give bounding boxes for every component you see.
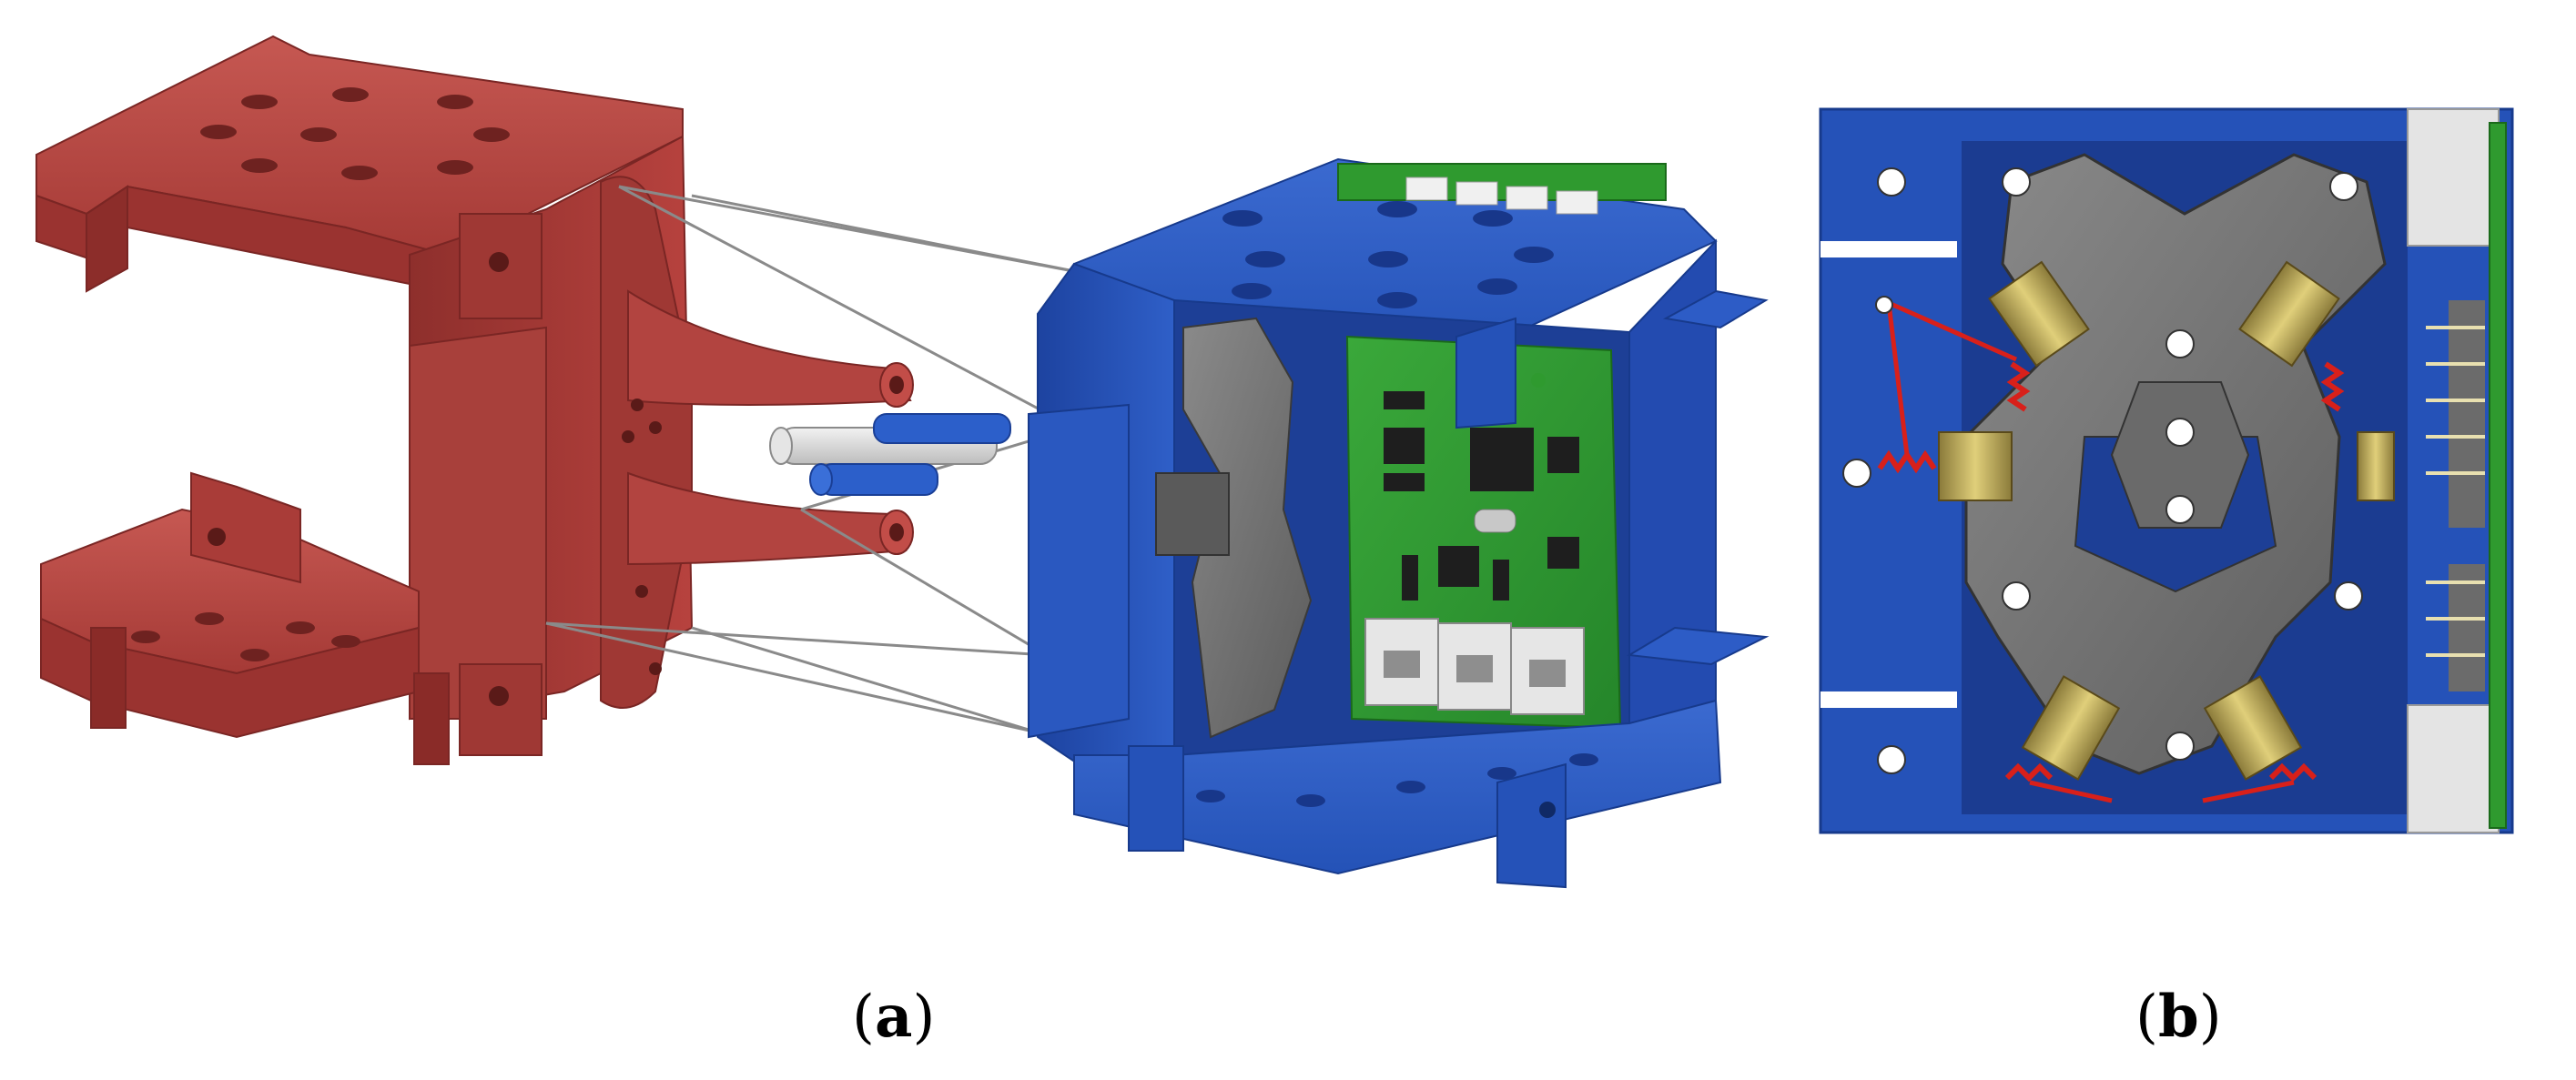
- shaft-assembly: [769, 413, 1011, 496]
- blue-housing-left-flange: [1028, 403, 1130, 739]
- blue-coupler-lower-end: [809, 463, 833, 496]
- central-hex-hub: [2110, 381, 2250, 529]
- red-frame-assembly: [35, 35, 914, 765]
- red-frame-top-holes: [200, 87, 510, 180]
- top-view-holes: [1842, 167, 2363, 774]
- red-tube-lower-hole: [889, 523, 904, 541]
- red-frame-vertical-front: [409, 326, 547, 720]
- red-frame-flare-plate: [600, 176, 693, 709]
- red-bottom-tab-hole: [208, 528, 226, 546]
- gear-motor-left: [1938, 431, 2013, 501]
- red-frame-top-tab: [86, 185, 128, 293]
- silver-shaft-end: [769, 427, 793, 465]
- red-bracket-bottom-hole: [489, 686, 509, 706]
- gear-motor-bottom-left: [2021, 675, 2121, 781]
- red-bracket-top-hole: [489, 252, 509, 272]
- blue-housing-top-holes: [1222, 201, 1554, 308]
- blue-tab-hole: [1539, 802, 1556, 818]
- right-light-strip-bottom: [2407, 704, 2500, 833]
- gear-motor-bottom-right: [2203, 675, 2303, 781]
- blue-housing-right-flange-top: [1662, 289, 1769, 329]
- red-frame-side-holes: [622, 399, 662, 675]
- red-frame-bottom-leg-right: [413, 672, 450, 765]
- right-pcb-edge: [2489, 122, 2507, 829]
- red-frame-bottom-tab: [190, 471, 301, 584]
- spring-top-left: [2006, 361, 2031, 412]
- top-connector-strip: [1337, 163, 1667, 201]
- blue-housing-tab-top: [1455, 317, 1516, 429]
- connection-cables: [545, 185, 1084, 734]
- right-header-pin-lines: [2426, 326, 2485, 657]
- pcb-crystal: [1474, 509, 1516, 533]
- blue-housing: [1028, 157, 1770, 889]
- blue-coupler-upper: [873, 413, 1011, 444]
- panel-label-b-text: b: [2157, 983, 2199, 1051]
- blue-housing-tab-left: [1128, 745, 1184, 852]
- red-tendons: [1886, 300, 2295, 803]
- red-tube-upper: [627, 289, 912, 406]
- blue-coupler-lower: [818, 463, 938, 496]
- spring-bottom-left: [2004, 762, 2054, 782]
- gear-motor-top-right: [2238, 260, 2340, 368]
- red-bracket-bottom: [459, 663, 543, 756]
- pcb-chips: [1384, 391, 1579, 601]
- gear-motor-right: [2357, 431, 2395, 501]
- red-frame-bottom-holes: [131, 612, 360, 661]
- right-light-strip-top: [2407, 108, 2500, 247]
- blue-tab-top-hole: [1531, 373, 1546, 388]
- red-tube-upper-hole: [889, 376, 904, 394]
- red-frame-bottom-leg-left: [90, 627, 127, 729]
- gear-motor-top-left: [1988, 260, 2090, 368]
- left-slot-upper: [1820, 241, 1957, 257]
- blue-housing-tab-right: [1496, 762, 1567, 889]
- gray-actuator-plate: [1182, 317, 1313, 739]
- red-springs: [1877, 361, 2345, 782]
- panel-label-a: (a): [852, 983, 936, 1051]
- gray-motor-block: [1155, 472, 1230, 556]
- blue-housing-right-flange-bottom: [1626, 626, 1770, 666]
- spring-bottom-right: [2268, 762, 2317, 782]
- spring-top-right: [2320, 361, 2345, 412]
- blue-housing-bottom-holes: [1196, 753, 1598, 807]
- panel-label-a-text: a: [874, 983, 913, 1051]
- top-view-assembly: [1819, 107, 2514, 834]
- top-connectors: [1405, 177, 1598, 215]
- rj45-ports: [1364, 618, 1585, 715]
- right-header-pins: [2449, 300, 2485, 691]
- panel-label-b: (b): [2135, 983, 2222, 1051]
- gear-motors: [1938, 260, 2395, 781]
- left-slot-lower: [1820, 691, 1957, 708]
